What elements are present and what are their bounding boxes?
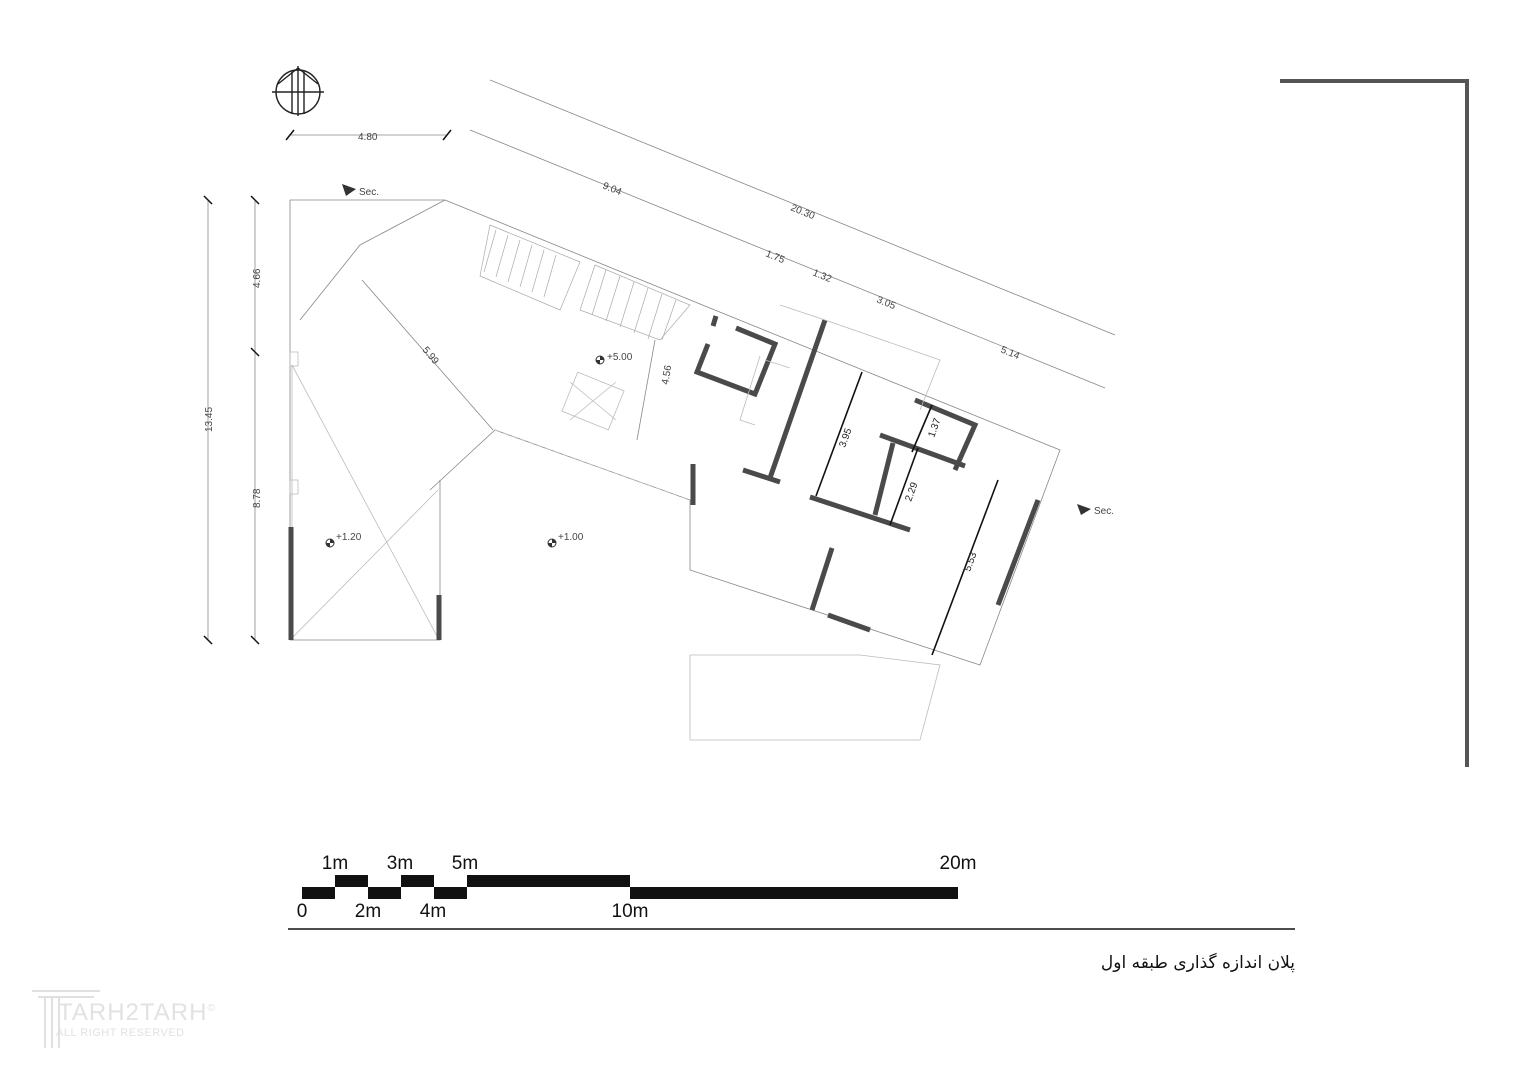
staircase [479, 224, 691, 341]
watermark-rights: ALL RIGHT RESERVED [56, 1027, 185, 1039]
scale-label-20m: 20m [940, 853, 977, 874]
section-marker-right: Sec. [1077, 504, 1114, 517]
scale-bar [302, 875, 958, 899]
dim-4-66: 4.66 [252, 268, 263, 288]
section-label-top: Sec. [359, 187, 379, 198]
dim-3-05: 3.05 [875, 295, 898, 313]
left-wing-outline [288, 199, 445, 641]
watermark-brand: TARH2TARH [58, 999, 208, 1026]
dim-5-53: 5.53 [962, 551, 979, 573]
level-marker-left: +1.20 [325, 532, 362, 548]
watermark-logo-icon [32, 990, 100, 1048]
section-arrow-icon [1077, 504, 1091, 515]
level-middle-text: +1.00 [558, 532, 584, 543]
dim-5-14: 5.14 [999, 345, 1022, 363]
dimension-lines [203, 79, 1116, 656]
section-arrow-icon [342, 184, 356, 196]
section-label-right: Sec. [1094, 506, 1114, 517]
sheet-frame-corner [1280, 79, 1469, 767]
main-building-outline [299, 199, 1061, 741]
section-marker-top: Sec. [342, 184, 379, 198]
level-marker-upper: +5.00 [595, 352, 633, 365]
dim-20-30: 20.30 [789, 203, 817, 223]
dim-8-78: 8.78 [252, 488, 263, 508]
level-marker-middle: +1.00 [547, 532, 584, 548]
watermark-copyright: © [207, 1003, 216, 1014]
drawing-title: پلان اندازه گذاری طبقه اول [1100, 953, 1295, 973]
scale-label-2m: 2m [355, 901, 381, 922]
north-compass-icon [272, 66, 324, 116]
level-left-text: +1.20 [336, 532, 362, 543]
dim-5-99: 5.99 [420, 345, 441, 367]
watermark: TARH2TARH© ALL RIGHT RESERVED [30, 985, 216, 1039]
dim-4-56: 4.56 [660, 364, 674, 386]
dim-9-04: 9.04 [601, 181, 624, 199]
dim-1-37: 1.37 [926, 417, 943, 439]
dim-4-80: 4.80 [358, 132, 378, 143]
scale-label-3m: 3m [387, 853, 413, 874]
dim-13-45: 13.45 [204, 407, 215, 432]
scale-label-4m: 4m [420, 901, 446, 922]
dim-1-75: 1.75 [764, 249, 787, 267]
scale-label-1m: 1m [322, 853, 348, 874]
dim-2-29: 2.29 [903, 481, 920, 503]
dim-1-32: 1.32 [811, 268, 834, 286]
scale-label-10m: 10m [612, 901, 649, 922]
scale-label-0: 0 [297, 901, 308, 922]
level-upper-text: +5.00 [607, 352, 633, 363]
room-walls [693, 304, 1041, 633]
scale-label-5m: 5m [452, 853, 478, 874]
